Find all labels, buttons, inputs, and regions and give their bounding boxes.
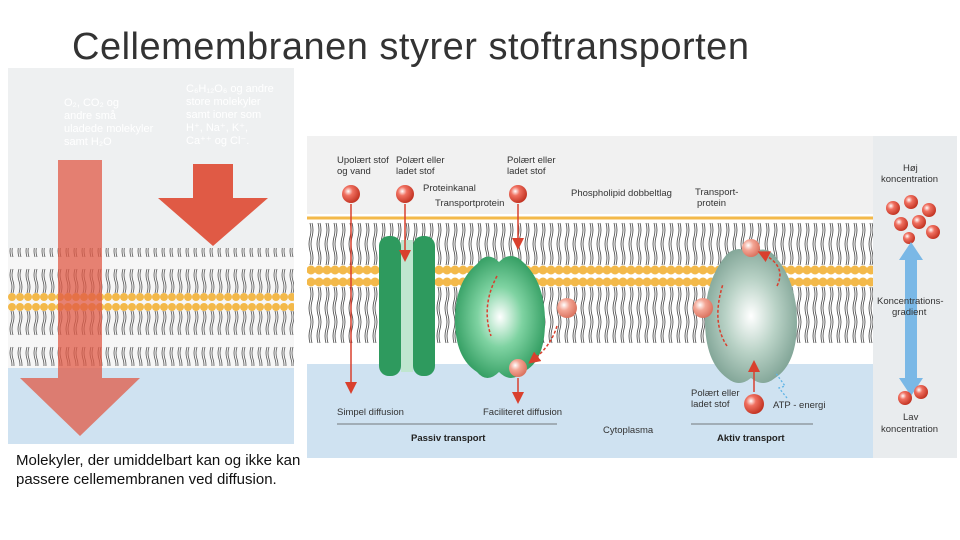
small-molecules-label: O₂, CO₂ og andre små uladede molekyler s…: [64, 97, 154, 148]
svg-text:O₂, CO₂ og: O₂, CO₂ og: [64, 97, 119, 109]
svg-text:H⁺, Na⁺, K⁺,: H⁺, Na⁺, K⁺,: [186, 122, 248, 134]
diffusion-arrow: [20, 160, 140, 436]
label-passive-transport: Passiv transport: [411, 433, 486, 444]
label-transport-protein: Transportprotein: [435, 198, 504, 209]
svg-text:Ca⁺⁺ og Cl⁻.: Ca⁺⁺ og Cl⁻.: [186, 135, 249, 147]
charged-molecule-2: [509, 185, 527, 203]
label-gradient-2: gradient: [892, 307, 927, 318]
molecule-below-pump: [744, 394, 764, 414]
molecule-released: [509, 359, 527, 377]
label-low-conc-2: koncentration: [881, 424, 938, 435]
label-charged-1b: ladet stof: [396, 166, 435, 177]
membrane-transport-figure: Upolært stof og vand Polært eller ladet …: [307, 136, 957, 458]
label-uncharged-2: og vand: [337, 166, 371, 177]
transport-protein: [455, 256, 545, 378]
large-molecules-label: C₆H₁₂O₆ og andre store molekyler samt io…: [186, 83, 274, 147]
svg-text:store molekyler: store molekyler: [186, 96, 261, 108]
molecule-pumped-top: [742, 239, 760, 257]
label-charged-3b: ladet stof: [691, 399, 730, 410]
svg-text:andre små: andre små: [64, 110, 117, 122]
label-atp: ATP - energi: [773, 400, 825, 411]
label-high-conc-2: koncentration: [881, 174, 938, 185]
label-high-conc-1: Høj: [903, 163, 918, 174]
svg-text:samt ioner som: samt ioner som: [186, 109, 261, 121]
label-channel-protein: Proteinkanal: [423, 183, 476, 194]
label-transport-protein-2b: protein: [697, 198, 726, 209]
label-charged-1a: Polært eller: [396, 155, 445, 166]
figure-caption: Molekyler, der umiddelbart kan og ikke k…: [16, 452, 301, 488]
molecule-pumped-mid: [693, 298, 713, 318]
charged-molecule-1: [396, 185, 414, 203]
label-charged-3a: Polært eller: [691, 388, 740, 399]
active-transport-protein: [705, 249, 797, 383]
label-charged-2a: Polært eller: [507, 155, 556, 166]
label-gradient-1: Koncentrations-: [877, 296, 944, 307]
diffusion-figure: O₂, CO₂ og andre små uladede molekyler s…: [8, 68, 294, 444]
svg-text:samt H₂O: samt H₂O: [64, 136, 112, 148]
label-low-conc-1: Lav: [903, 412, 919, 423]
channel-protein: [379, 236, 435, 376]
label-active-transport: Aktiv transport: [717, 433, 785, 444]
blocked-arrow: [158, 164, 268, 246]
label-facilitated-diffusion: Faciliteret diffusion: [483, 407, 562, 418]
label-transport-protein-2a: Transport-: [695, 187, 738, 198]
label-simple-diffusion: Simpel diffusion: [337, 407, 404, 418]
slide-title: Cellemembranen styrer stoftransporten: [72, 26, 750, 68]
label-phospholipid: Phospholipid dobbeltlag: [571, 188, 672, 199]
high-concentration-molecules: [886, 195, 940, 244]
molecule-in-protein: [557, 298, 577, 318]
label-charged-2b: ladet stof: [507, 166, 546, 177]
uncharged-molecule: [342, 185, 360, 203]
svg-text:C₆H₁₂O₆ og andre: C₆H₁₂O₆ og andre: [186, 83, 274, 95]
low-concentration-molecules: [898, 385, 928, 405]
concentration-gradient-arrow: [899, 242, 923, 396]
label-cytoplasm: Cytoplasma: [603, 425, 654, 436]
label-uncharged-1: Upolært stof: [337, 155, 389, 166]
svg-text:uladede molekyler: uladede molekyler: [64, 123, 154, 135]
